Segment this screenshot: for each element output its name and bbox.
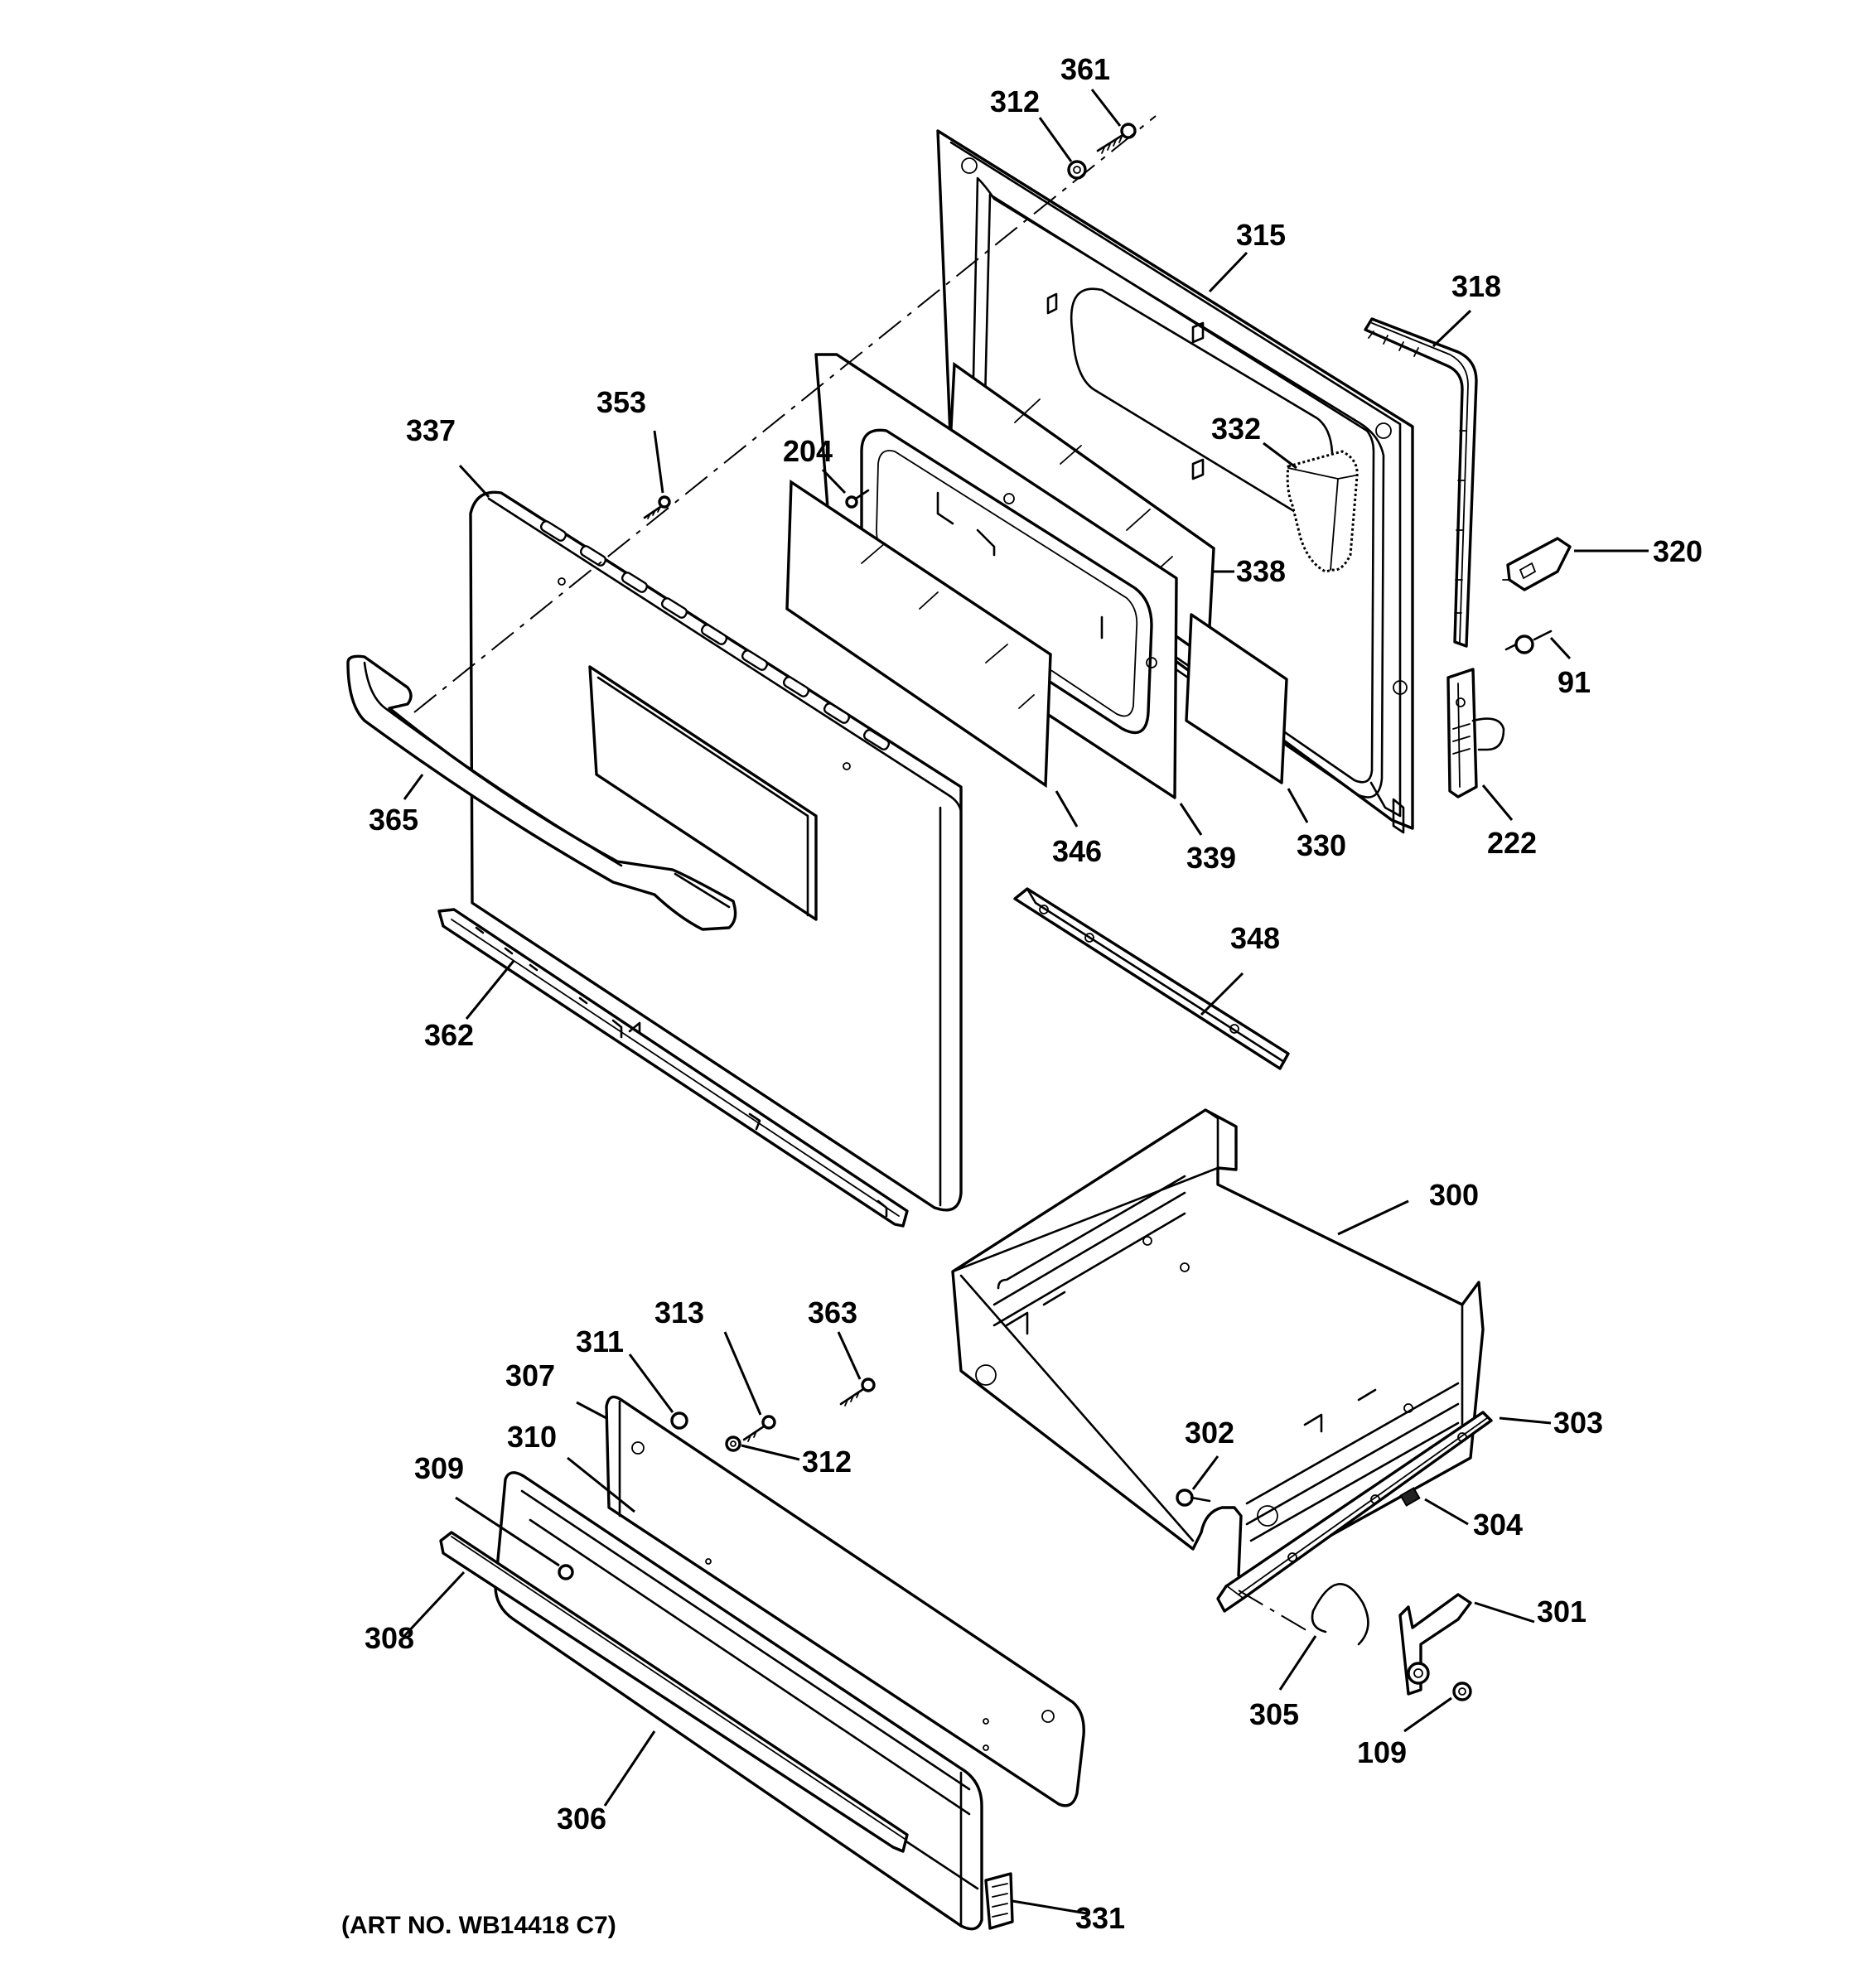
callout-361: 361 xyxy=(1060,52,1110,86)
callout-310: 310 xyxy=(507,1420,557,1454)
part-318-door-gasket xyxy=(1364,317,1478,648)
part-353-screw xyxy=(643,495,671,519)
part-311-nut xyxy=(670,1411,688,1430)
callout-302: 302 xyxy=(1185,1416,1234,1450)
callout-362: 362 xyxy=(424,1018,474,1052)
callout-331: 331 xyxy=(1075,1901,1125,1935)
callout-307: 307 xyxy=(505,1358,555,1392)
callout-labels: 361 312 315 318 332 320 338 91 222 330 3… xyxy=(365,52,1702,1935)
callout-109: 109 xyxy=(1357,1735,1407,1769)
part-302-stud xyxy=(1176,1489,1211,1507)
callout-222: 222 xyxy=(1487,826,1537,860)
part-305-spring xyxy=(1311,1582,1369,1646)
part-361-screw xyxy=(1096,123,1137,154)
part-109-nut xyxy=(1452,1682,1472,1701)
part-363-screw xyxy=(839,1378,876,1407)
part-304-clip xyxy=(1399,1487,1421,1507)
part-332-insulation xyxy=(1286,450,1359,573)
callout-303: 303 xyxy=(1553,1406,1603,1440)
art-number: (ART NO. WB14418 C7) xyxy=(341,1912,616,1939)
part-348-rail xyxy=(1013,887,1290,1070)
callout-313: 313 xyxy=(654,1296,704,1329)
callout-300: 300 xyxy=(1429,1178,1479,1212)
part-91-screw xyxy=(1504,630,1553,654)
assembly-centerline-drawer xyxy=(1238,1590,1310,1633)
callout-337: 337 xyxy=(406,413,456,447)
part-312-washer-top xyxy=(1067,160,1087,180)
callout-301: 301 xyxy=(1537,1595,1586,1629)
callout-320: 320 xyxy=(1653,534,1702,568)
callout-315: 315 xyxy=(1236,218,1286,252)
callout-365: 365 xyxy=(369,803,418,837)
part-222-hinge xyxy=(1446,668,1505,799)
callout-348: 348 xyxy=(1230,921,1280,955)
part-362-bottom-trim xyxy=(437,908,909,1228)
assembly-centerline-upper xyxy=(413,115,1157,713)
callout-318: 318 xyxy=(1451,269,1501,303)
callout-91: 91 xyxy=(1558,665,1591,699)
callout-353: 353 xyxy=(596,385,646,419)
part-346-glass xyxy=(785,479,1052,789)
part-307-drawer-inner-panel xyxy=(605,1395,1085,1807)
callout-363: 363 xyxy=(808,1296,857,1329)
callout-332: 332 xyxy=(1211,412,1261,446)
callout-330: 330 xyxy=(1297,828,1346,862)
part-300-drawer-box xyxy=(951,1108,1485,1584)
callout-312-top: 312 xyxy=(990,84,1040,118)
callout-305: 305 xyxy=(1249,1697,1299,1731)
callout-204: 204 xyxy=(783,434,833,468)
part-331-bracket xyxy=(984,1872,1014,1930)
part-337-outer-door xyxy=(469,490,963,1212)
callout-306: 306 xyxy=(557,1802,606,1836)
part-312-washer-lower xyxy=(725,1436,741,1452)
callout-338: 338 xyxy=(1236,554,1286,588)
part-320-latch xyxy=(1502,537,1572,591)
part-204-screw xyxy=(845,489,870,509)
part-308-handle-rail xyxy=(439,1531,909,1853)
callout-308: 308 xyxy=(365,1621,414,1655)
part-339-glass-frame xyxy=(814,353,1178,799)
part-365-handle xyxy=(346,654,737,931)
callout-339: 339 xyxy=(1186,841,1236,875)
callout-346: 346 xyxy=(1052,834,1102,868)
callout-309: 309 xyxy=(414,1451,464,1485)
part-301-bracket xyxy=(1398,1593,1472,1696)
callout-312-lower: 312 xyxy=(802,1445,852,1479)
callout-311: 311 xyxy=(576,1325,624,1358)
callout-304: 304 xyxy=(1473,1508,1523,1542)
part-330-panel xyxy=(1185,613,1288,784)
part-303-slide-rail xyxy=(1216,1411,1493,1613)
part-313-screw xyxy=(742,1415,776,1442)
leader-lines xyxy=(403,89,1649,1915)
